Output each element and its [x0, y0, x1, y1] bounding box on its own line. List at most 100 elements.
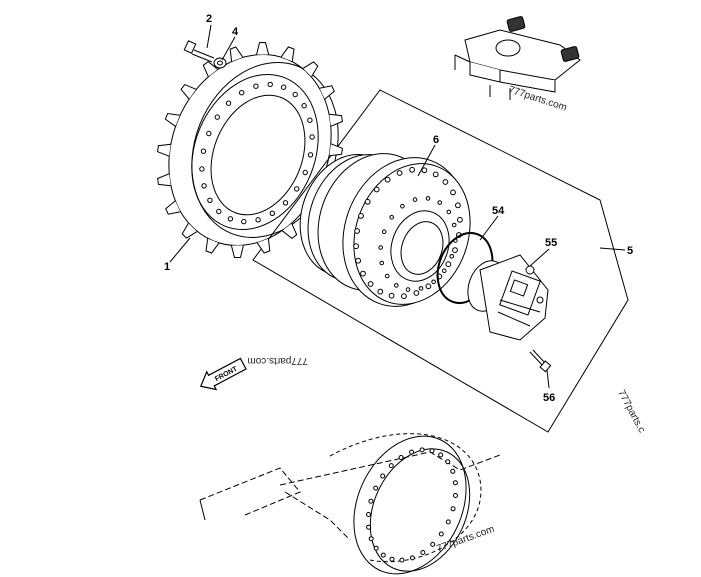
sprocket-bolt-hole — [309, 134, 315, 140]
track-bolt-hole — [438, 452, 444, 458]
sprocket-bolt-holes — [199, 81, 315, 225]
sprocket-tooth — [280, 46, 295, 62]
track-bolt-hole — [409, 555, 415, 561]
track-bolt-hole — [430, 541, 436, 547]
track-bolt-hole — [453, 493, 458, 498]
sprocket-tooth — [181, 222, 198, 239]
sprocket-bolt-hole — [239, 90, 245, 96]
callout-labels: 2 4 1 6 54 55 5 56 — [164, 13, 633, 404]
track-bolt-hole — [398, 455, 404, 460]
sprocket-drawing — [157, 41, 343, 259]
track-bolt-hole — [368, 536, 374, 542]
sprocket-bolt-hole — [307, 117, 313, 123]
sprocket-tooth — [256, 238, 271, 254]
track-bolt-holes — [366, 447, 458, 563]
track-bolt-hole — [373, 545, 379, 551]
callout-6: 6 — [433, 134, 439, 146]
housing-inner-hole — [412, 197, 418, 202]
track-drawing — [199, 433, 501, 575]
housing-inner-hole — [451, 222, 457, 228]
assembly-frame-outline — [252, 89, 629, 433]
sprocket-teeth — [157, 41, 343, 259]
callout-54: 54 — [492, 205, 505, 217]
bracket-drawing — [454, 16, 581, 100]
motor-bolt-drawing — [529, 349, 552, 373]
sprocket-tooth — [157, 143, 171, 157]
track-bolt-hole — [368, 498, 374, 504]
track-bolt-hole — [450, 468, 456, 474]
housing-inner-hole — [431, 279, 436, 285]
housing-bolt-hole — [384, 176, 391, 183]
sprocket-tooth — [157, 173, 171, 187]
housing-inner-hole — [389, 215, 395, 220]
sprocket-bolt-hole — [227, 216, 234, 222]
sprocket-tooth — [256, 41, 270, 55]
sprocket-tooth — [329, 143, 343, 157]
leader-lines — [169, 24, 626, 389]
sprocket-bolt-hole — [241, 218, 247, 225]
housing-bolt-hole — [396, 170, 403, 176]
sprocket-bolt-hole — [292, 91, 298, 98]
callout-4: 4 — [232, 26, 239, 38]
sprocket-tooth — [165, 200, 181, 215]
housing-bolt-hole — [432, 171, 439, 178]
sprocket-tooth — [281, 223, 298, 240]
sprocket-tooth — [230, 245, 244, 259]
housing-bolt-hole — [358, 213, 364, 219]
housing-bolt-hole — [354, 228, 361, 234]
callout-5: 5 — [627, 245, 633, 257]
track-bolt-hole — [399, 557, 405, 563]
washer-drawing — [213, 57, 227, 69]
sprocket-bolt-hole — [253, 83, 259, 89]
housing-inner-hole — [381, 229, 387, 234]
sprocket-bolt-hole — [207, 197, 213, 204]
front-arrow: FRONT — [199, 357, 247, 391]
sprocket-bolt-hole — [302, 169, 308, 176]
housing-inner-hole — [425, 196, 431, 201]
housing-bolt-hole — [457, 216, 463, 223]
callout-1: 1 — [164, 261, 170, 273]
travel-motor-drawing — [467, 254, 549, 341]
housing-bolt-hole — [445, 261, 452, 268]
housing-bolt-hole — [450, 189, 456, 196]
housing-inner-hole — [442, 268, 447, 274]
sprocket-bolt-hole — [214, 114, 221, 120]
housing-bolt-holes — [353, 166, 463, 300]
housing-bolt-hole — [373, 186, 380, 193]
sprocket-bolt-hole — [301, 103, 307, 109]
sprocket-tooth — [319, 85, 335, 100]
sprocket-bolt-hole — [269, 210, 275, 217]
sprocket-tooth — [302, 61, 319, 78]
sprocket-tooth — [202, 60, 219, 77]
track-bolt-hole — [388, 463, 394, 469]
sprocket-bolt-hole — [201, 183, 207, 189]
housing-bolt-hole — [364, 198, 371, 205]
track-bolt-hole — [373, 485, 379, 491]
track-bolt-hole — [366, 512, 371, 517]
callout-2: 2 — [206, 13, 212, 25]
housing-inner-hole — [379, 260, 385, 266]
sprocket-bolt-hole — [294, 186, 300, 192]
housing-bolt-hole — [353, 243, 360, 250]
track-bolt-hole — [409, 449, 415, 455]
housing-bolt-hole — [360, 270, 366, 277]
sprocket-tooth — [329, 113, 343, 127]
housing-bolt-hole — [355, 257, 362, 264]
sprocket-tooth — [180, 83, 197, 100]
sprocket-bolt-hole — [282, 200, 289, 206]
track-bolt-hole — [438, 531, 444, 537]
housing-bolt-hole — [409, 166, 416, 173]
sprocket-bolt-hole — [200, 148, 207, 154]
housing-inner-hole — [378, 245, 384, 250]
sprocket-bolt-hole — [199, 166, 205, 172]
housing-bolt-hole — [388, 292, 395, 299]
housing-inner-hole — [405, 287, 411, 292]
sprocket-bolt-hole — [255, 217, 261, 223]
sprocket-tooth — [229, 46, 244, 62]
track-bolt-hole — [429, 448, 435, 454]
track-bolt-hole — [380, 473, 386, 479]
housing-bolt-hole — [377, 288, 384, 295]
housing-bolt-hole — [413, 290, 420, 296]
sprocket-bolt-hole — [206, 130, 212, 137]
housing-bolt-hole — [367, 281, 374, 287]
